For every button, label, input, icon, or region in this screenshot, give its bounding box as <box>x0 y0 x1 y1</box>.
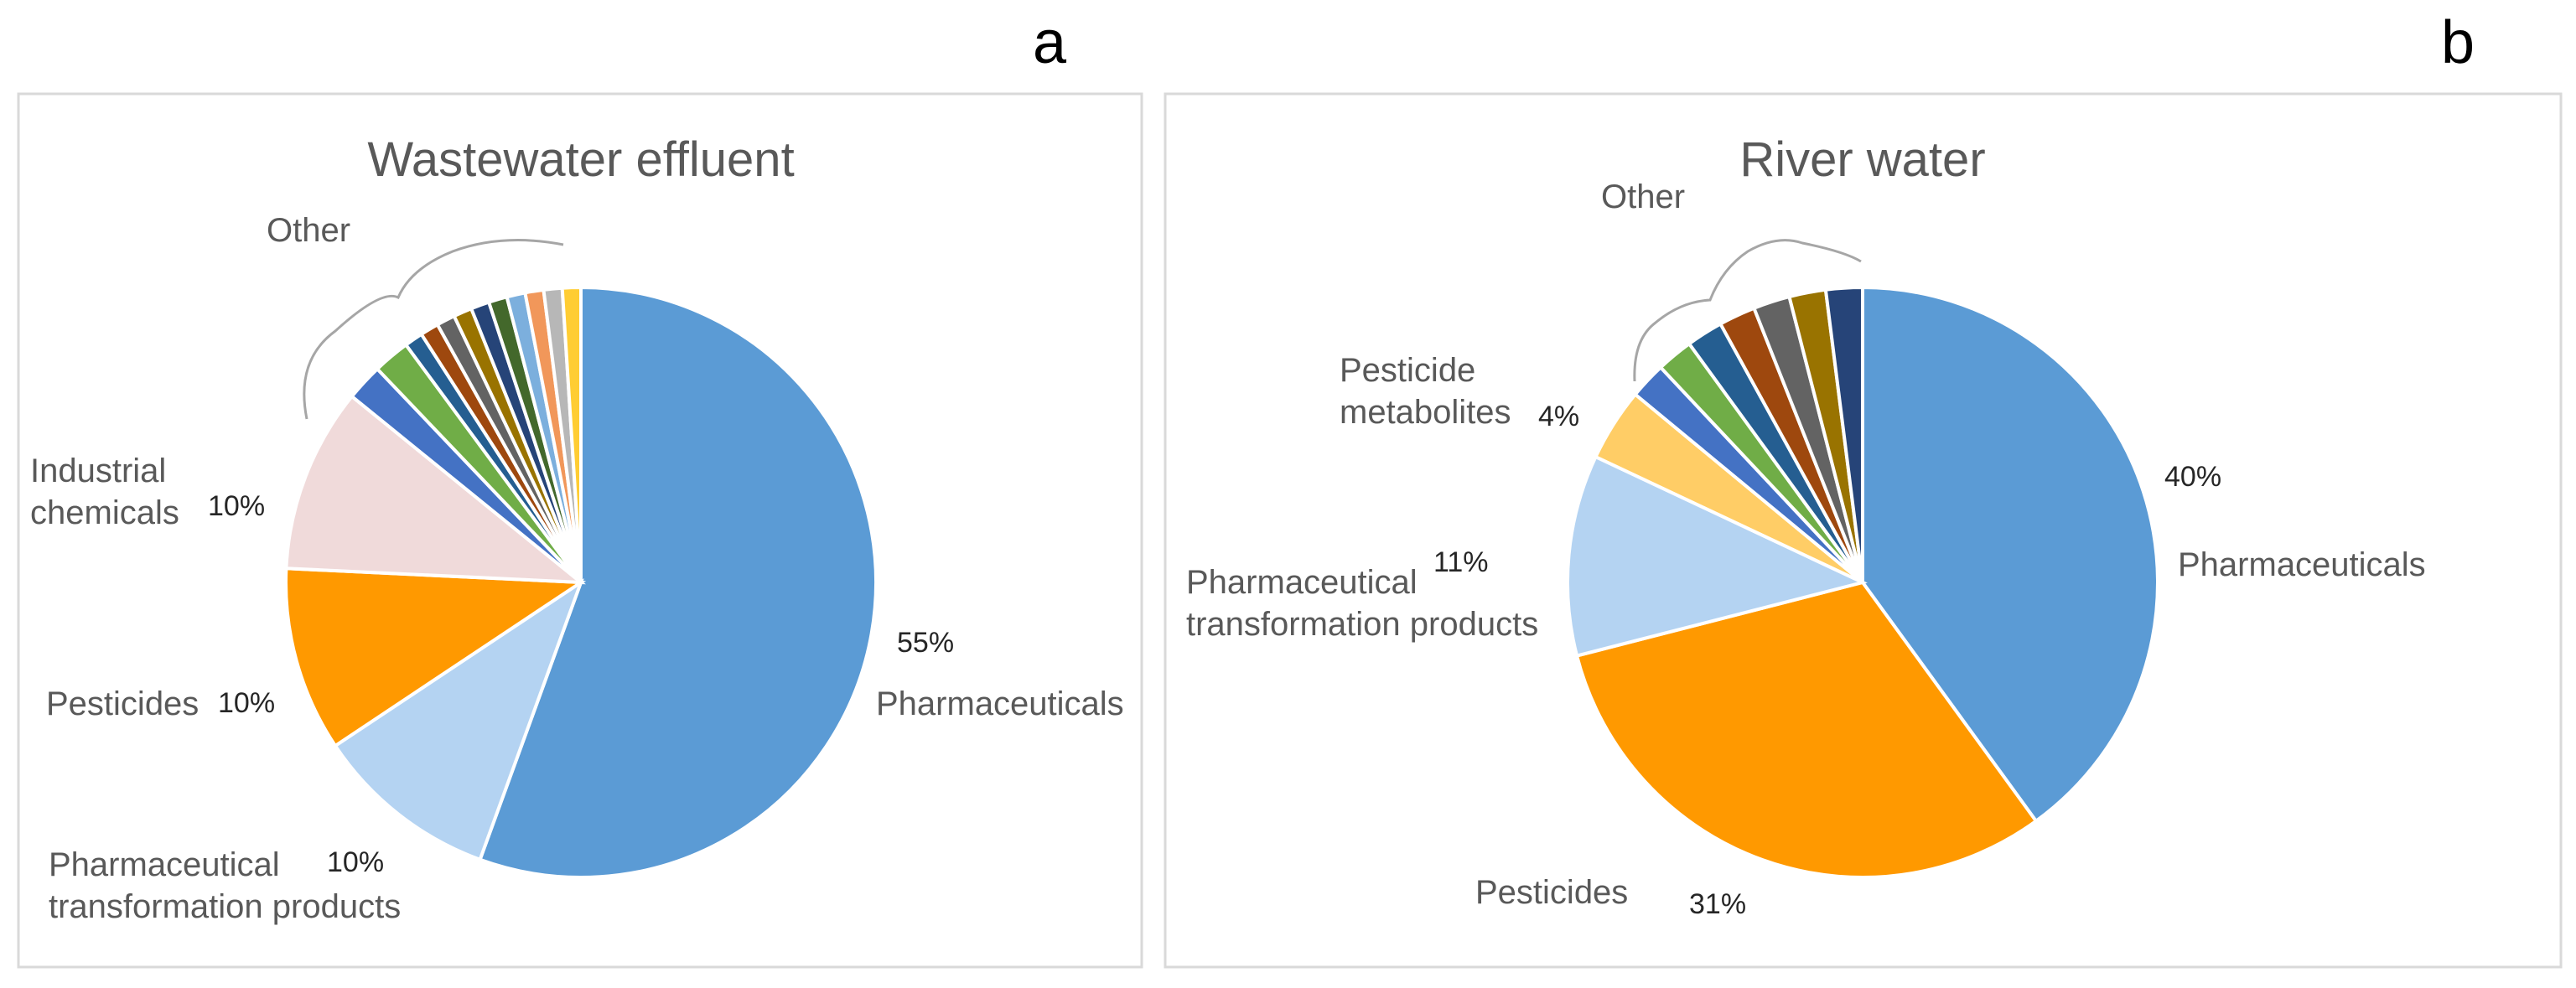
pie-a-slice-industrial-chemicals <box>284 394 586 585</box>
pie-b <box>1566 285 2159 879</box>
pie-b-slice-pharmaceuticals <box>1861 285 2159 824</box>
a-pharm-pct: 55% <box>897 627 954 659</box>
b-ptp-label-line2: transformation products <box>1186 606 1538 643</box>
b-pm-label-line1: Pesticide <box>1340 352 1475 389</box>
b-ptp-label-line1: Pharmaceutical <box>1186 564 1418 601</box>
other-label-b: Other <box>1601 178 1685 215</box>
pie-a-slice-pesticides <box>284 566 587 748</box>
pie-b-slice-other-10 <box>1823 285 1864 583</box>
chart-a-title: Wastewater effluent <box>367 132 794 187</box>
a-ind-label-line1: Industrial <box>30 453 166 489</box>
b-ptp-pct: 11% <box>1433 546 1489 578</box>
b-pharm-label: Pharmaceuticals <box>2178 546 2426 583</box>
panel-b-letter: b <box>2441 9 2475 76</box>
a-ind-label-line2: chemicals <box>30 494 179 531</box>
pie-a-slice-pharmaceuticals <box>478 285 878 879</box>
a-ind-pct: 10% <box>208 490 265 522</box>
pie-b-slice-pesticides <box>1574 580 2039 879</box>
a-pest-pct: 10% <box>218 687 275 719</box>
a-ptp-label-line2: transformation products <box>49 888 401 925</box>
other-brace-b <box>1633 239 1862 382</box>
b-pharm-pct: 40% <box>2164 461 2221 493</box>
pie-a-slice-other-15 <box>560 285 583 583</box>
b-pm-label-line2: metabolites <box>1340 394 1511 431</box>
b-pm-pct: 4% <box>1538 401 1579 432</box>
a-pharm-label: Pharmaceuticals <box>876 685 1124 722</box>
a-ptp-pct: 10% <box>327 846 384 878</box>
other-label-a: Other <box>267 212 350 249</box>
b-pest-label: Pesticides <box>1475 874 1628 911</box>
pie-b-slice-pharmaceutical-transformation-products <box>1566 454 1868 658</box>
other-brace-a <box>303 239 564 420</box>
a-ptp-label-line1: Pharmaceutical <box>49 846 280 883</box>
b-pest-pct: 31% <box>1689 888 1746 920</box>
chart-b-title: River water <box>1739 132 1985 187</box>
panel-a-letter: a <box>1033 9 1067 76</box>
a-pest-label: Pesticides <box>46 685 199 722</box>
pie-a <box>284 285 878 879</box>
pie-a-slice-pharmaceutical-transformation-products <box>333 577 584 862</box>
